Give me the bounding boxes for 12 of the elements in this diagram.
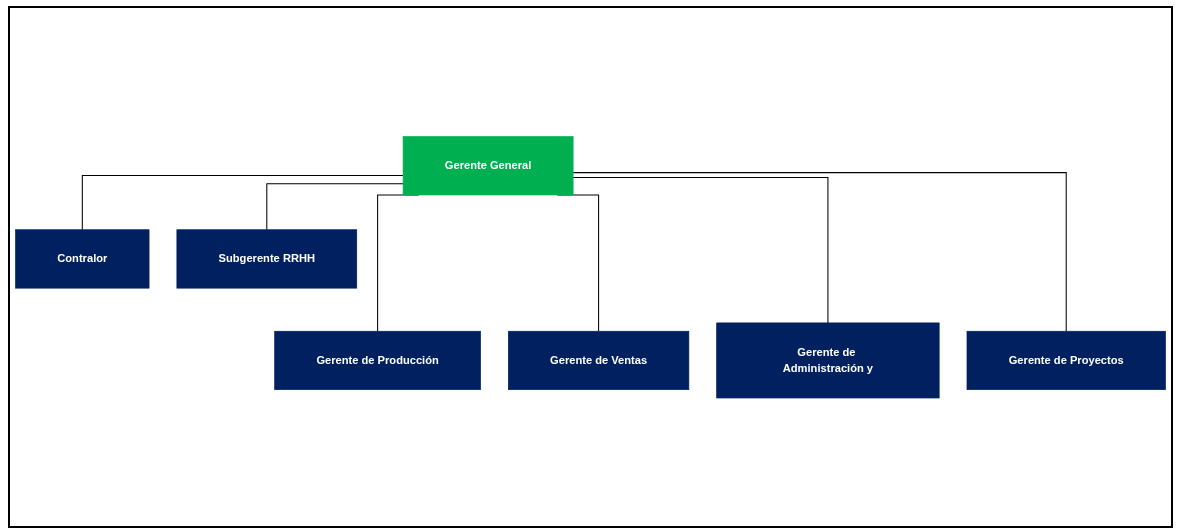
node-box [508,330,690,390]
node-box [274,330,481,390]
org-chart: Gerente General Contralor Subgerente RRHH Gerente de Producción Gerente de Ventas Gerente de Administración y Gerente de Proyectos [10,130,1171,404]
node-box [176,229,358,289]
node-box [966,330,1166,390]
connector [81,174,404,230]
node-box [15,229,150,289]
connector [572,171,1067,332]
connector [266,182,404,230]
node-box [716,322,940,399]
node-box [402,135,574,196]
connector [572,176,829,324]
